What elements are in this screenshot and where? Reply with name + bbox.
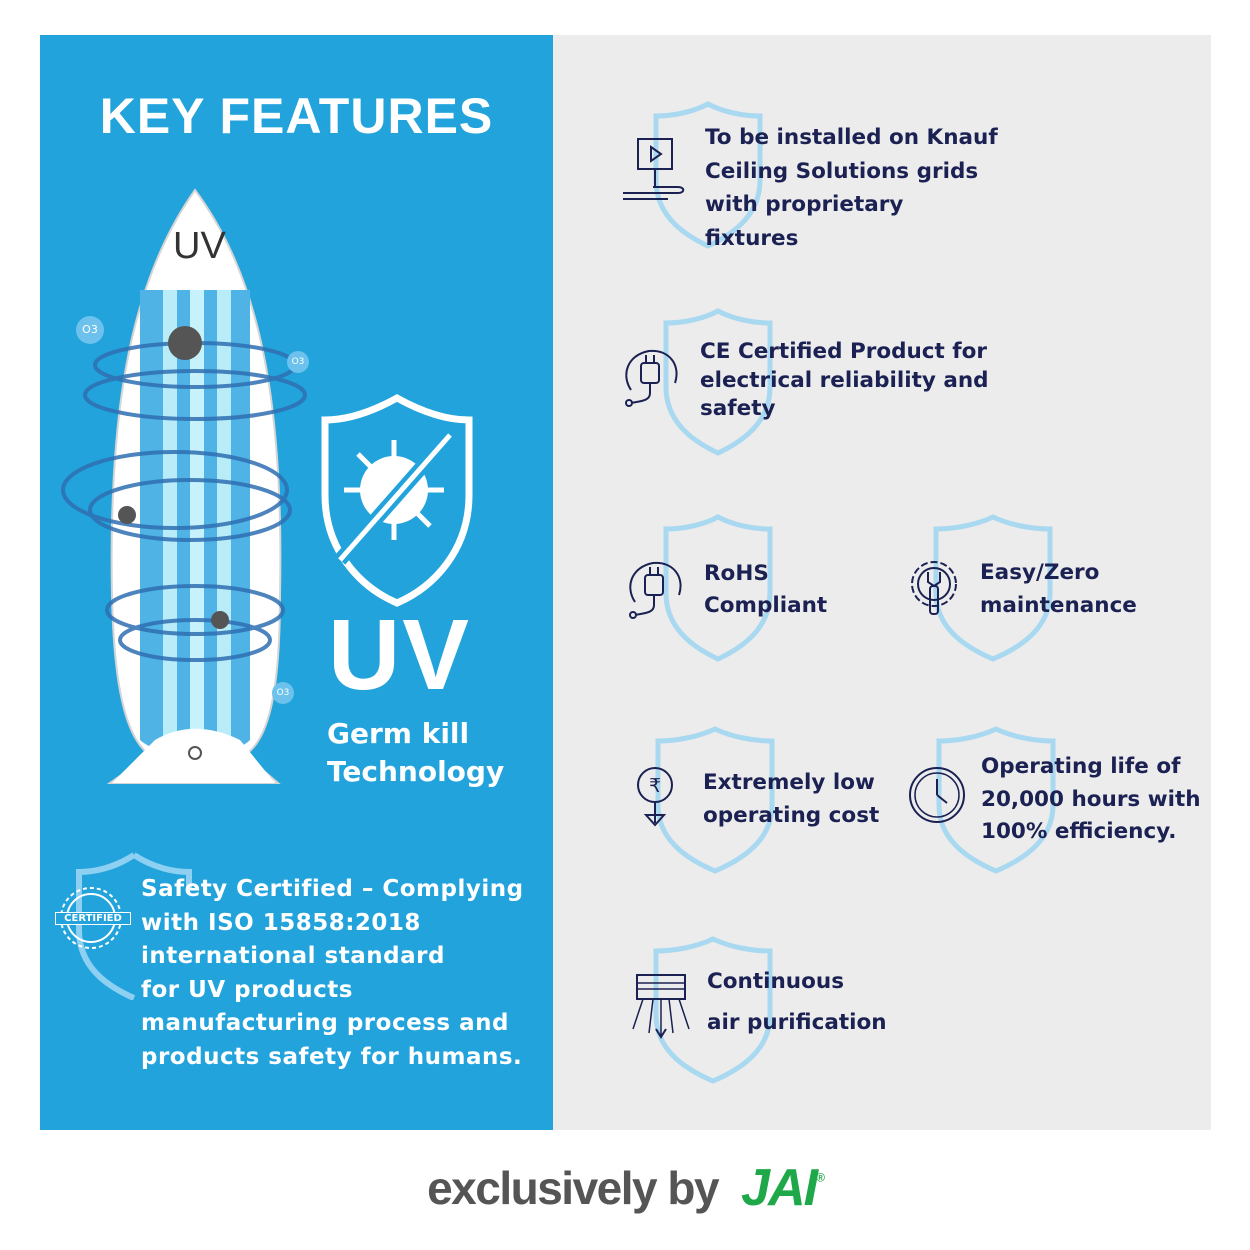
certified-badge-label: CERTIFIED <box>55 912 131 925</box>
key-features-panel: KEY FEATURES <box>40 35 553 1130</box>
feature-text: CE Certified Product for electrical reli… <box>700 339 989 421</box>
feature-shield-outline <box>655 726 775 874</box>
ceiling-fixture-icon <box>623 138 685 200</box>
feature-text: Continuous air purification <box>707 969 887 1035</box>
feature-ce-certified: CE Certified Product for electrical reli… <box>700 338 989 424</box>
feature-air-purification: Continuous air purification <box>707 961 887 1043</box>
ozone-label: O3 <box>287 351 309 373</box>
lamp-uv-label: UV <box>173 225 226 267</box>
feature-operating-life: Operating life of 20,000 hours with 100%… <box>981 751 1201 849</box>
anti-virus-shield-icon <box>321 393 473 607</box>
feature-text: Extremely low operating cost <box>703 770 880 828</box>
feature-low-cost: Extremely low operating cost <box>703 767 879 832</box>
exclusively-text: exclusively by <box>427 1162 719 1214</box>
feature-shield-outline <box>663 308 773 456</box>
feature-text: Operating life of 20,000 hours with 100%… <box>981 754 1201 844</box>
air-purifier-icon <box>632 974 690 1039</box>
key-features-title: KEY FEATURES <box>99 88 494 144</box>
brand-name: JAI <box>741 1159 818 1217</box>
germ-kill-text: Germ kill Technology <box>327 717 505 788</box>
feature-knauf-install: To be installed on Knauf Ceiling Solutio… <box>705 121 998 255</box>
feature-rohs: RoHS Compliant <box>704 558 827 621</box>
feature-text: To be installed on Knauf Ceiling Solutio… <box>705 125 998 251</box>
ozone-label: O3 <box>272 682 294 704</box>
footer-brand: exclusively by JAI® <box>0 1158 1250 1218</box>
clock-icon <box>909 767 965 823</box>
uv-lamp-illustration <box>61 188 473 784</box>
jai-logo: JAI® <box>741 1159 825 1217</box>
feature-shield-outline <box>936 726 1056 874</box>
feature-text: RoHS Compliant <box>704 561 828 618</box>
features-panel: To be installed on Knauf Ceiling Solutio… <box>553 35 1211 1130</box>
feature-shield-outline <box>653 101 763 249</box>
ozone-label: O3 <box>76 316 104 344</box>
feature-text: Easy/Zero maintenance <box>980 560 1137 618</box>
safety-certified-text: Safety Certified – Complying with ISO 15… <box>141 876 524 1070</box>
registered-mark: ® <box>816 1170 825 1185</box>
svg-text:₹: ₹ <box>649 775 661 797</box>
rupee-down-icon: ₹ <box>637 767 673 827</box>
power-icon <box>188 746 202 760</box>
feature-shield-outline <box>933 514 1053 662</box>
feature-shield-outline <box>663 514 773 662</box>
feature-shield-outline <box>653 936 773 1084</box>
electric-plug-icon <box>625 349 678 407</box>
uv-heading: UV <box>328 599 471 711</box>
feature-maintenance: Easy/Zero maintenance <box>980 557 1137 622</box>
electric-plug-icon <box>629 561 682 619</box>
gear-wrench-icon <box>911 561 957 615</box>
